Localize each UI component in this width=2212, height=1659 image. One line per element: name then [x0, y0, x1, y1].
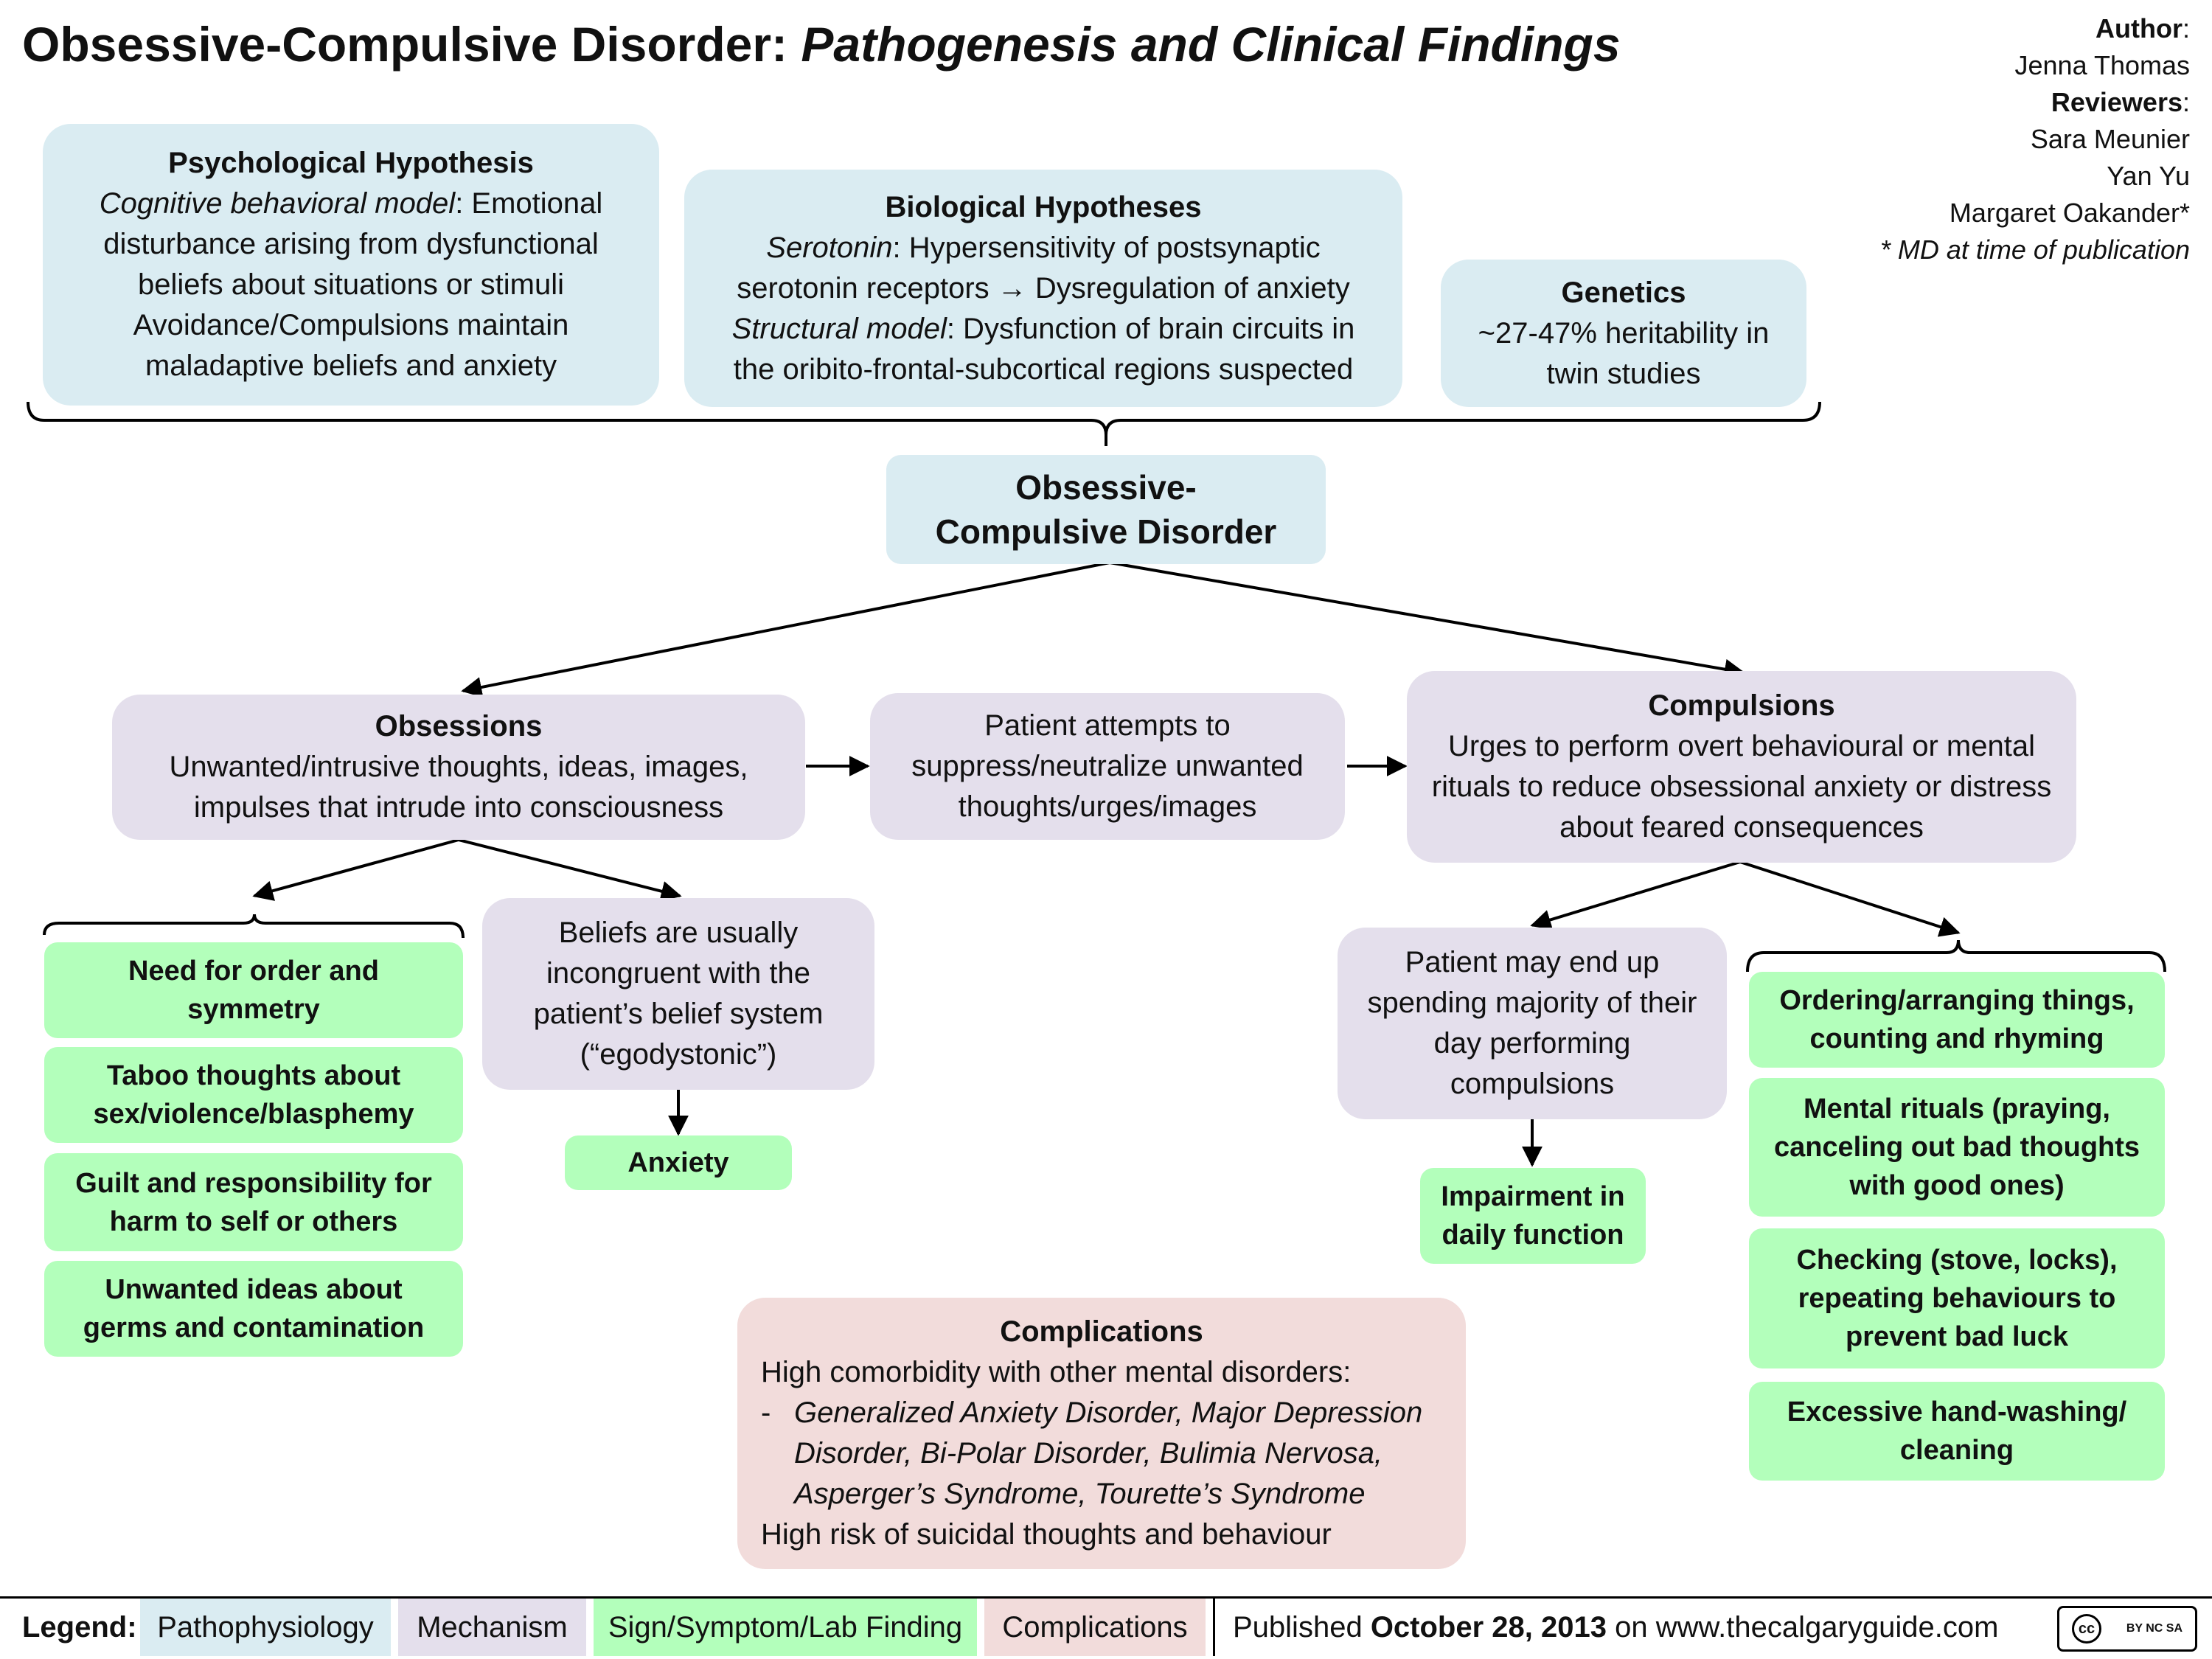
legend-separator	[1213, 1599, 1215, 1656]
anxiety-box: Anxiety	[565, 1135, 792, 1190]
author-name: Jenna Thomas	[2014, 50, 2190, 80]
psychological-hypothesis-box: Psychological Hypothesis Cognitive behav…	[43, 124, 659, 406]
obsessions-text: Unwanted/intrusive thoughts, ideas, imag…	[169, 751, 748, 824]
bio-serotonin: Serotonin	[766, 231, 893, 264]
genetics-box: Genetics ~27-47% heritability in twin st…	[1441, 260, 1806, 407]
compulsion-type-item: Checking (stove, locks), repeating behav…	[1749, 1228, 2165, 1368]
credits-note: * MD at time of publication	[1879, 234, 2190, 265]
complications-line2: High risk of suicidal thoughts and behav…	[761, 1518, 1332, 1551]
compulsion-type-label: Ordering/arranging things, counting and …	[1779, 985, 2135, 1054]
legend-label: Legend:	[22, 1610, 137, 1644]
complications-line1: High comorbidity with other mental disor…	[761, 1356, 1352, 1388]
legend-pathophysiology: Pathophysiology	[140, 1599, 391, 1656]
bio-structural: Structural model	[731, 312, 947, 345]
obsession-type-label: Need for order and symmetry	[128, 956, 379, 1025]
reviewer-name: Yan Yu	[2107, 161, 2190, 191]
obsessions-box: Obsessions Unwanted/intrusive thoughts, …	[112, 695, 805, 840]
spending-text: Patient may end up spending majority of …	[1367, 946, 1697, 1100]
credits: Author: Jenna Thomas Reviewers: Sara Meu…	[1880, 10, 2190, 268]
bio-structural-text: : Dysfunction of brain circuits in the o…	[733, 312, 1355, 386]
biological-hypotheses-box: Biological Hypotheses Serotonin: Hyperse…	[684, 170, 1402, 407]
legend-sign: Sign/Symptom/Lab Finding	[594, 1599, 977, 1656]
complications-disorders: Generalized Anxiety Disorder, Major Depr…	[794, 1397, 1423, 1510]
psych-text1: : Emotional disturbance arising from dys…	[103, 187, 603, 301]
anxiety-text: Anxiety	[627, 1147, 729, 1178]
right-brace	[1746, 939, 2166, 973]
obsession-type-label: Unwanted ideas about germs and contamina…	[83, 1274, 425, 1343]
compulsions-heading: Compulsions	[1648, 689, 1835, 722]
spending-box: Patient may end up spending majority of …	[1338, 928, 1727, 1119]
complications-box: Complications High comorbidity with othe…	[737, 1298, 1466, 1569]
psych-model: Cognitive behavioral model	[99, 187, 456, 220]
psych-heading: Psychological Hypothesis	[168, 147, 534, 179]
compulsion-type-label: Checking (stove, locks), repeating behav…	[1796, 1245, 2118, 1352]
beliefs-text: Beliefs are usually incongruent with the…	[533, 917, 824, 1071]
beliefs-box: Beliefs are usually incongruent with the…	[482, 898, 874, 1090]
obsession-type-item: Guilt and responsibility for harm to sel…	[44, 1153, 463, 1251]
genetics-text: ~27-47% heritability in twin studies	[1478, 316, 1770, 390]
genetics-heading: Genetics	[1561, 276, 1686, 309]
published-line: Published October 28, 2013 on www.thecal…	[1233, 1599, 2044, 1656]
obsession-type-label: Guilt and responsibility for harm to sel…	[75, 1167, 432, 1237]
compulsion-type-label: Excessive hand-washing/ cleaning	[1787, 1397, 2127, 1466]
compulsion-type-item: Excessive hand-washing/ cleaning	[1749, 1382, 2165, 1481]
obsession-type-item: Need for order and symmetry	[44, 942, 463, 1038]
legend-bar	[0, 1596, 2212, 1659]
license-text: BY NC SA	[2126, 1622, 2183, 1635]
compulsion-type-item: Ordering/arranging things, counting and …	[1749, 972, 2165, 1068]
obsessions-heading: Obsessions	[375, 710, 543, 742]
bio-serotonin-text: : Hypersensitivity of postsynaptic serot…	[737, 231, 1350, 305]
reviewer-name: Sara Meunier	[2030, 124, 2190, 154]
complications-dash: -	[761, 1397, 771, 1429]
impairment-box: Impairment in daily function	[1420, 1168, 1646, 1264]
compulsion-type-item: Mental rituals (praying, canceling out b…	[1749, 1078, 2165, 1217]
suppress-text: Patient attempts to suppress/neutralize …	[911, 709, 1304, 823]
obsession-type-label: Taboo thoughts about sex/violence/blasph…	[93, 1060, 414, 1130]
cc-icon: cc	[2071, 1614, 2101, 1644]
legend-mechanism: Mechanism	[398, 1599, 586, 1656]
ocd-box: Obsessive-Compulsive Disorder	[886, 455, 1326, 564]
complications-heading: Complications	[1000, 1315, 1203, 1348]
title-main: Obsessive-Compulsive Disorder:	[22, 17, 788, 72]
reviewer-name: Margaret Oakander*	[1949, 198, 2190, 228]
bio-heading: Biological Hypotheses	[885, 190, 1202, 223]
compulsions-box: Compulsions Urges to perform overt behav…	[1407, 671, 2076, 863]
title-subtitle: Pathogenesis and Clinical Findings	[801, 17, 1621, 72]
obsession-type-item: Unwanted ideas about germs and contamina…	[44, 1261, 463, 1357]
reviewers-label: Reviewers	[2051, 87, 2183, 117]
page-title: Obsessive-Compulsive Disorder: Pathogene…	[22, 16, 1621, 72]
author-label: Author	[2096, 13, 2183, 44]
ocd-label: Obsessive-Compulsive Disorder	[935, 468, 1277, 551]
legend-divider	[0, 1596, 2212, 1599]
obsession-type-item: Taboo thoughts about sex/violence/blasph…	[44, 1047, 463, 1143]
creative-commons-license-icon: cc BY NC SA	[2057, 1606, 2197, 1652]
published-date: October 28, 2013	[1370, 1610, 1607, 1644]
legend-complications: Complications	[984, 1599, 1206, 1656]
compulsion-type-label: Mental rituals (praying, canceling out b…	[1773, 1093, 2140, 1201]
compulsions-text: Urges to perform overt behavioural or me…	[1431, 730, 2052, 844]
left-brace	[43, 914, 465, 939]
suppress-box: Patient attempts to suppress/neutralize …	[870, 693, 1345, 840]
published-suffix: on www.thecalgaryguide.com	[1615, 1610, 1999, 1644]
impairment-text: Impairment in daily function	[1441, 1181, 1625, 1251]
psych-text2: Avoidance/Compulsions maintain maladapti…	[133, 309, 569, 382]
published-prefix: Published	[1233, 1610, 1363, 1644]
